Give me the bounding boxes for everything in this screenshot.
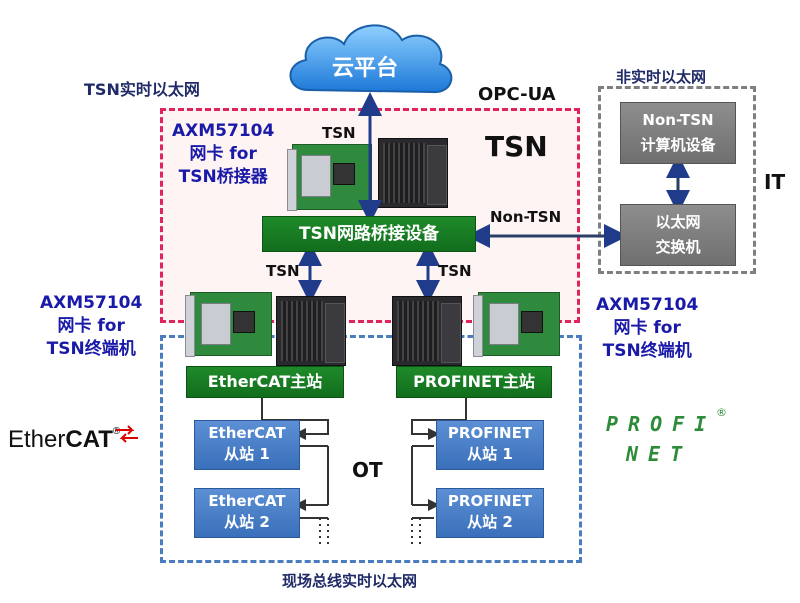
ethernet-switch-title: 以太网 [655, 213, 701, 231]
end-right-card-role: TSN终端机 [602, 341, 692, 361]
bridge-card-model: AXM57104 [172, 121, 275, 141]
end-left-card-role: TSN终端机 [46, 339, 136, 359]
cloud-icon [289, 24, 453, 94]
ethernet-switch-subtitle: 交换机 [655, 238, 701, 256]
end-left-pc-image [276, 296, 346, 366]
ot-region [160, 335, 582, 563]
non-realtime-label: 非实时以太网 [616, 68, 707, 86]
tsn-link-top-label: TSN [322, 124, 356, 142]
tsn-link-left-label: TSN [266, 262, 300, 280]
non-tsn-link-label: Non-TSN [490, 208, 562, 226]
ethercat-logo-cat: CAT [65, 426, 113, 453]
profinet-master-box: PROFINET主站 [396, 366, 552, 398]
it-region [598, 86, 756, 274]
profinet-logo: PROFI NET [606, 412, 716, 466]
end-left-card-model: AXM57104 [40, 293, 143, 313]
ethercat-slave1-subtitle: 从站 1 [224, 445, 270, 463]
fieldbus-label: 现场总线实时以太网 [282, 572, 418, 590]
profinet-slave1-box: PROFINET 从站 1 [436, 420, 544, 470]
ethercat-logo-reg: ® [112, 426, 121, 437]
bridge-card-desc: 网卡 for [189, 144, 257, 164]
ethercat-logo: EtherCAT® [8, 426, 120, 454]
ethercat-slave1-box: EtherCAT 从站 1 [194, 420, 300, 470]
profinet-slave1-title: PROFINET [447, 424, 533, 442]
end-left-card-desc: 网卡 for [57, 316, 125, 336]
ethercat-slave1-title: EtherCAT [208, 424, 286, 442]
ethercat-slave2-title: EtherCAT [208, 492, 286, 510]
end-left-card-label: AXM57104 网卡 for TSN终端机 [40, 292, 142, 361]
opcua-label: OPC-UA [478, 84, 556, 105]
ethercat-master-box: EtherCAT主站 [186, 366, 344, 398]
non-tsn-device-box: Non-TSN 计算机设备 [620, 102, 736, 164]
end-right-card-desc: 网卡 for [613, 318, 681, 338]
profinet-slave2-subtitle: 从站 2 [467, 513, 513, 531]
end-right-pc-image [392, 296, 462, 366]
profinet-slave2-box: PROFINET 从站 2 [436, 488, 544, 538]
end-right-card-label: AXM57104 网卡 for TSN终端机 [596, 294, 698, 363]
end-right-nic-card-image [473, 292, 560, 357]
tsn-bridge-device-box: TSN网路桥接设备 [262, 216, 476, 252]
ethercat-slave2-box: EtherCAT 从站 2 [194, 488, 300, 538]
profinet-logo-reg: ® [716, 406, 727, 419]
ethernet-switch-box: 以太网 交换机 [620, 204, 736, 266]
non-tsn-device-subtitle: 计算机设备 [640, 136, 716, 154]
non-tsn-device-title: Non-TSN [642, 111, 714, 129]
bridge-card-role: TSN桥接器 [178, 167, 268, 187]
ethercat-slave2-subtitle: 从站 2 [224, 513, 270, 531]
profinet-logo-top: PROFI [606, 412, 717, 436]
bridge-pc-image [378, 138, 448, 208]
profinet-slave2-title: PROFINET [447, 492, 533, 510]
tsn-region-label: TSN [485, 130, 548, 163]
end-right-card-model: AXM57104 [596, 295, 699, 315]
cloud-label: 云平台 [332, 56, 399, 81]
profinet-slave1-subtitle: 从站 1 [467, 445, 513, 463]
ethercat-logo-ether: Ether [8, 426, 66, 453]
tsn-realtime-label: TSN实时以太网 [84, 80, 200, 99]
bridge-card-label: AXM57104 网卡 for TSN桥接器 [172, 120, 274, 189]
ot-region-label: OT [352, 458, 383, 482]
end-left-nic-card-image [185, 292, 272, 357]
tsn-link-right-label: TSN [438, 262, 472, 280]
it-region-label: IT [764, 170, 786, 194]
profinet-logo-bottom: NET [626, 442, 693, 466]
ethercat-arrows-icon [116, 425, 138, 443]
